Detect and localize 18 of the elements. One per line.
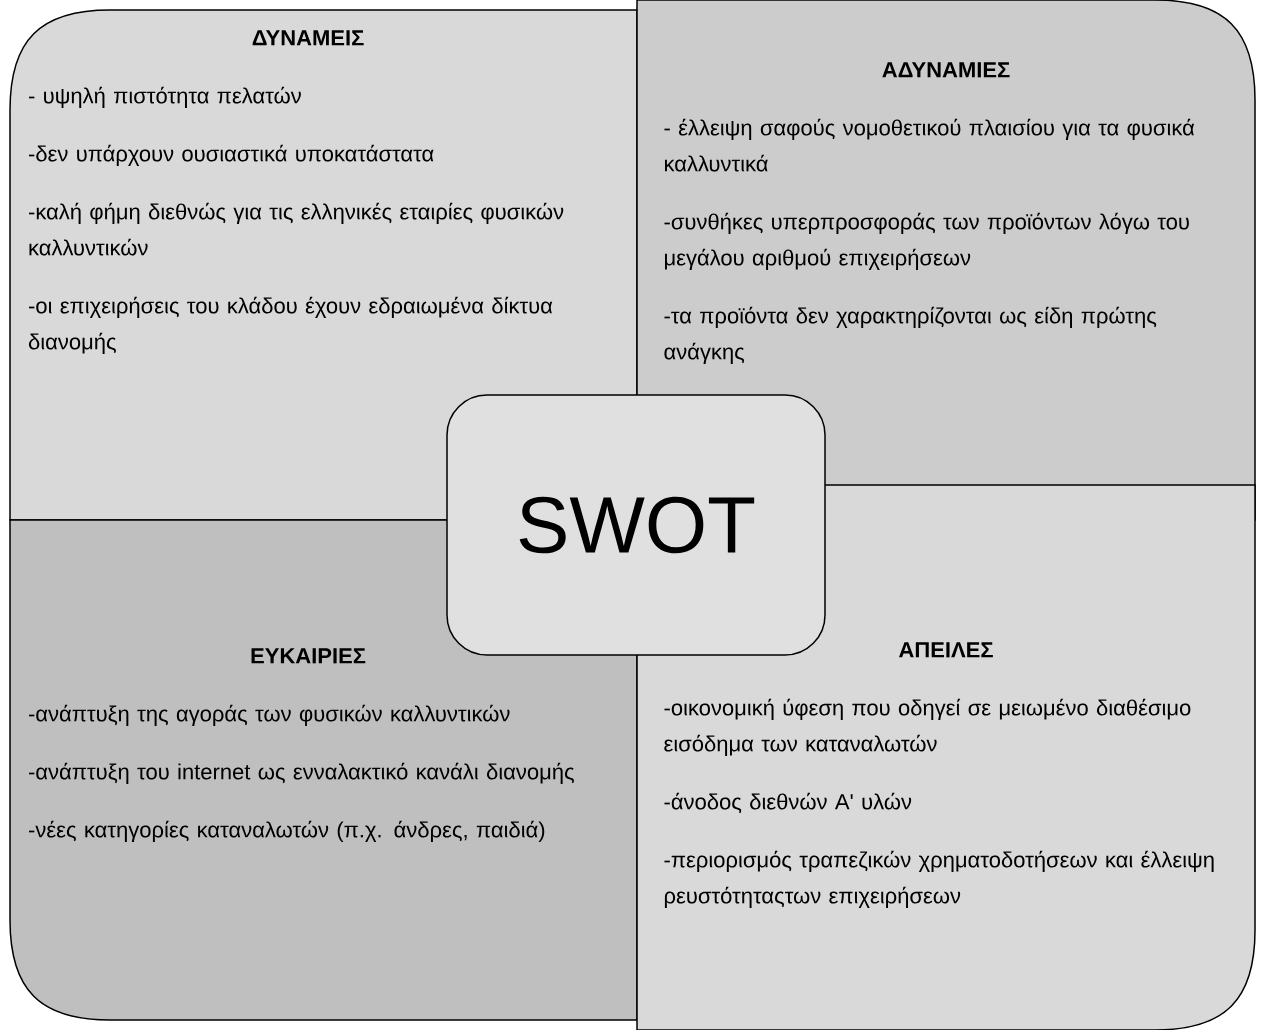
bullet-text: - υψηλή πιστότητα πελατών <box>29 86 301 108</box>
bullet-text: - έλλειψη σαφούς νομοθετικού πλαισίου για τα φυσικά καλλυντικά <box>664 118 1195 172</box>
bullet-text: -ανάπτυξη της αγοράς των φυσικών καλλυντικών <box>29 704 510 726</box>
heading: ΑΠΕΙΛΕΣ <box>899 642 993 658</box>
heading: ΑΔΥΝΑΜΙΕΣ <box>882 62 1010 78</box>
bullet-text: -τα προϊόντα δεν χαρακτηρίζονται ως είδη πρώτης ανάγκης <box>664 306 1157 364</box>
bullet-text: -καλή φήμη διεθνώς για τις ελληνικές εταιρίες φυσικών καλλυντικών <box>29 202 564 256</box>
bullet-text: -περιορισμός τραπεζικών χρηματοδοτήσεων και έλλειψη ρευστότηταςτων επιχειρήσεων <box>664 850 1214 908</box>
heading: ΔΥΝΑΜΕΙΣ <box>252 30 364 46</box>
bullet-text: -νέες κατηγορίες καταναλωτών (π.χ. άνδρες, παιδιά) <box>29 820 545 842</box>
bullet-text: -οι επιχειρήσεις του κλάδου έχουν εδραιωμένα δίκτυα διανομής <box>28 296 553 354</box>
bullet-text: -οικονομική ύφεση που οδηγεί σε μειωμένο διαθέσιμο εισόδημα των καταναλωτών <box>664 698 1191 756</box>
center-box: SWOT <box>446 394 826 656</box>
bullet-text: -άνοδος διεθνών Α' υλών <box>664 792 912 814</box>
bullet-text: -ανάπτυξη του internet ως ενναλακτικό κανάλι διανομής <box>29 762 574 784</box>
bullet-text: -δεν υπάρχουν ουσιαστικά υποκατάστατα <box>29 144 434 166</box>
bullet-text: -συνθήκες υπερπροσφοράς των προϊόντων λόγω του μεγάλου αριθμού επιχειρήσεων <box>664 212 1189 270</box>
heading: ΕΥΚΑΙΡΙΕΣ <box>251 648 366 664</box>
